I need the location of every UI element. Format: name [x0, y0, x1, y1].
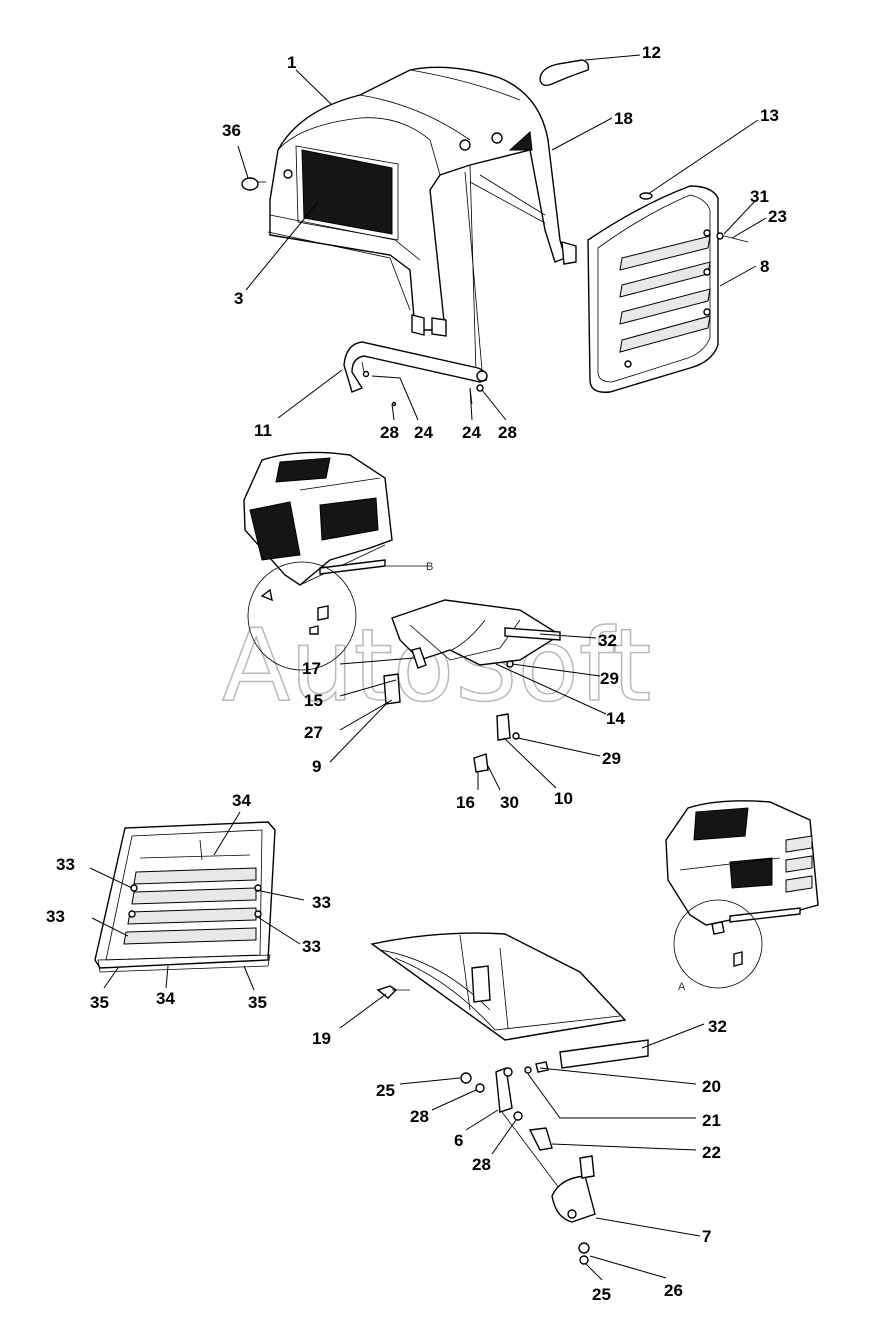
callout-35-a: 35 [90, 993, 109, 1012]
callout-19: 19 [312, 1029, 331, 1048]
callout-1: 1 [287, 53, 296, 72]
callout-29-a: 29 [600, 669, 619, 688]
callout-33-d: 33 [302, 937, 321, 956]
grille-fasteners-drawing [639, 192, 749, 243]
callout-15: 15 [304, 691, 323, 710]
callout-32-b: 32 [708, 1017, 727, 1036]
callout-7: 7 [702, 1227, 711, 1246]
handle-drawing [539, 59, 590, 87]
callout-16: 16 [456, 793, 475, 812]
callout-26: 26 [664, 1281, 683, 1300]
callout-29-b: 29 [602, 749, 621, 768]
callout-31: 31 [750, 187, 769, 206]
callout-36: 36 [222, 121, 241, 140]
callout-17: 17 [302, 659, 321, 678]
callout-18: 18 [614, 109, 633, 128]
callout-14: 14 [606, 709, 625, 728]
callout-23: 23 [768, 207, 787, 226]
grille-panel-drawing [587, 185, 719, 393]
callout-28-d: 28 [472, 1155, 491, 1174]
callout-28-a: 28 [380, 423, 399, 442]
callout-labels: 1 12 18 13 36 31 23 8 3 11 28 24 24 28 3… [46, 43, 787, 1304]
view-b-ref: B [426, 561, 433, 573]
callout-6: 6 [454, 1131, 463, 1150]
callout-28-c: 28 [410, 1107, 429, 1126]
callout-34-b: 34 [156, 989, 175, 1008]
callout-25-b: 25 [592, 1285, 611, 1304]
callout-12: 12 [642, 43, 661, 62]
detail-a-assembly-drawing [665, 800, 819, 989]
callout-8: 8 [760, 257, 769, 276]
hinge-frame-assembly-drawing [383, 599, 562, 773]
callout-9: 9 [312, 757, 321, 776]
leader-lines [89, 54, 767, 1281]
callout-25-a: 25 [376, 1081, 395, 1100]
hinge-detail-drawing [370, 932, 649, 1265]
callout-10: 10 [554, 789, 573, 808]
cab-shell-drawing [267, 66, 577, 373]
callout-28-b: 28 [498, 423, 517, 442]
detail-b-assembly-drawing [243, 451, 430, 671]
callout-34-a: 34 [232, 791, 251, 810]
callout-33-c: 33 [46, 907, 65, 926]
callout-30: 30 [500, 793, 519, 812]
callout-22: 22 [702, 1143, 721, 1162]
callout-33-b: 33 [312, 893, 331, 912]
callout-13: 13 [760, 106, 779, 125]
roof-tray-drawing [94, 821, 276, 973]
callout-33-a: 33 [56, 855, 75, 874]
callout-24-b: 24 [462, 423, 481, 442]
callout-21: 21 [702, 1111, 721, 1130]
rod-drawing [343, 341, 488, 407]
callout-24-a: 24 [414, 423, 433, 442]
callout-11: 11 [254, 421, 272, 440]
callout-3: 3 [234, 289, 243, 308]
callout-20: 20 [702, 1077, 721, 1096]
view-a-ref: A [678, 981, 686, 993]
callout-35-b: 35 [248, 993, 267, 1012]
callout-27: 27 [304, 723, 323, 742]
callout-32-a: 32 [598, 631, 617, 650]
knob-drawing [241, 177, 266, 191]
